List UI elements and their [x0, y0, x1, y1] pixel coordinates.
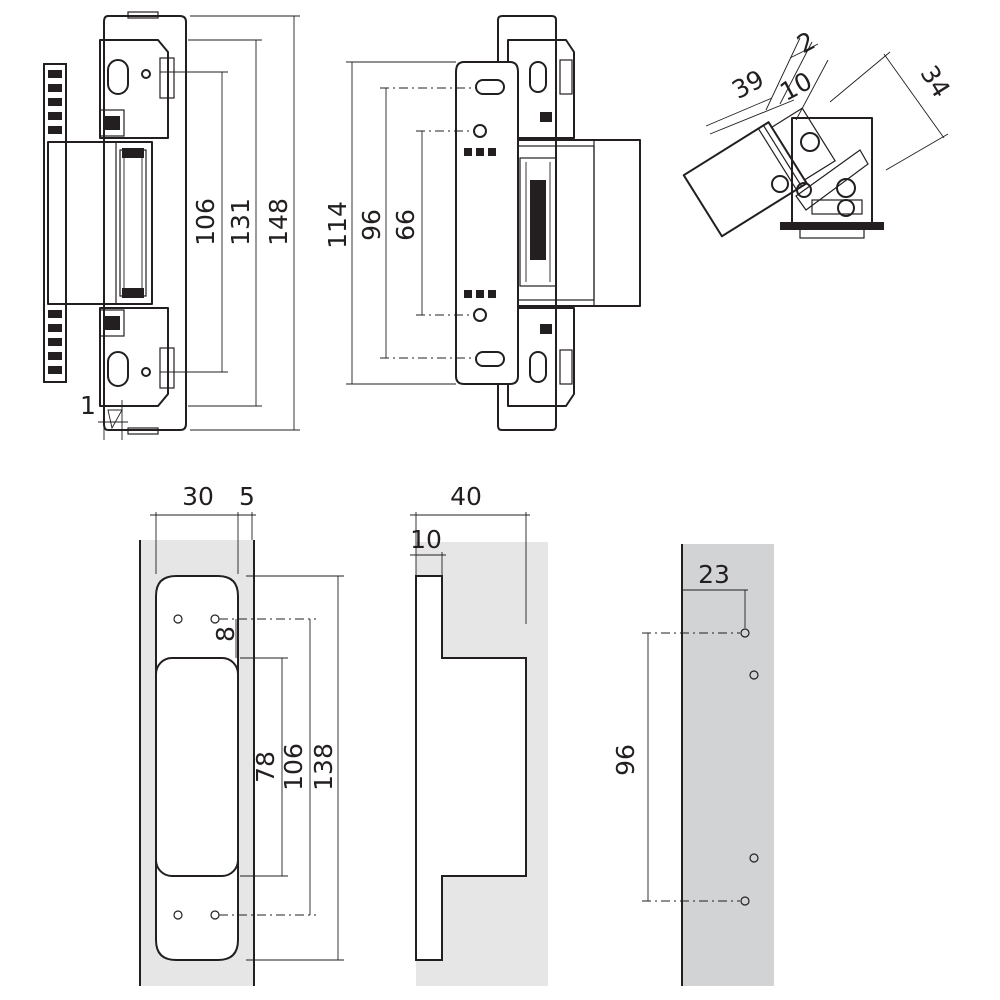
- frame-dim-106: 106: [279, 743, 308, 791]
- side-dim-1: 1: [80, 391, 96, 420]
- frame-section-dimensions: [410, 512, 530, 624]
- side-dim-148: 148: [264, 198, 293, 246]
- section-dim-10: 10: [410, 525, 442, 554]
- top-dim-2: 2: [792, 26, 820, 59]
- top-door-leaf: [682, 107, 836, 238]
- side-upper-bracket: [99, 39, 175, 139]
- top-view: 39 2 10 34: [682, 26, 956, 239]
- top-dim-39: 39: [727, 64, 769, 105]
- frame-cutout-view: 30 5 8 78 106 138: [139, 482, 344, 986]
- side-comb-strip: [43, 63, 67, 383]
- frame-cutout-pocket: [155, 657, 239, 877]
- side-lower-bracket: [99, 307, 175, 407]
- door-dim-96: 96: [611, 744, 640, 776]
- front-arm-extended: [499, 139, 641, 307]
- door-dim-23: 23: [698, 560, 730, 589]
- frame-section-view: 40 10: [410, 482, 548, 986]
- side-flange-plate: [103, 15, 187, 431]
- door-drilling-view: 23 96: [611, 544, 774, 986]
- front-dim-96: 96: [357, 209, 386, 241]
- front-rear-body: [497, 15, 557, 431]
- side-dim-106: 106: [191, 198, 220, 246]
- frame-dim-138: 138: [309, 743, 338, 791]
- frame-cutout-dimensions: [150, 512, 344, 961]
- front-dimensions: [346, 61, 476, 385]
- frame-section-profile: [415, 575, 527, 961]
- front-dim-66: 66: [391, 209, 420, 241]
- front-right-bracket-lower: [507, 307, 575, 407]
- side-dim-131: 131: [226, 198, 255, 246]
- side-view: 106 131 148 1: [43, 11, 300, 440]
- side-dimensions: [98, 15, 300, 440]
- section-dim-40: 40: [450, 482, 482, 511]
- frame-dim-78: 78: [251, 751, 280, 783]
- top-dimensions: [705, 37, 949, 171]
- side-arm-body: [47, 141, 153, 305]
- door-dimensions: [642, 589, 748, 902]
- door-panel: [682, 544, 774, 986]
- top-frame-body: [771, 117, 884, 239]
- frame-dim-8: 8: [211, 626, 240, 642]
- top-dim-34: 34: [914, 60, 955, 102]
- front-dim-114: 114: [323, 201, 352, 249]
- front-view: 114 96 66: [323, 15, 641, 431]
- front-face-plate: [455, 61, 519, 385]
- frame-dim-30: 30: [182, 482, 214, 511]
- frame-dim-5: 5: [239, 482, 255, 511]
